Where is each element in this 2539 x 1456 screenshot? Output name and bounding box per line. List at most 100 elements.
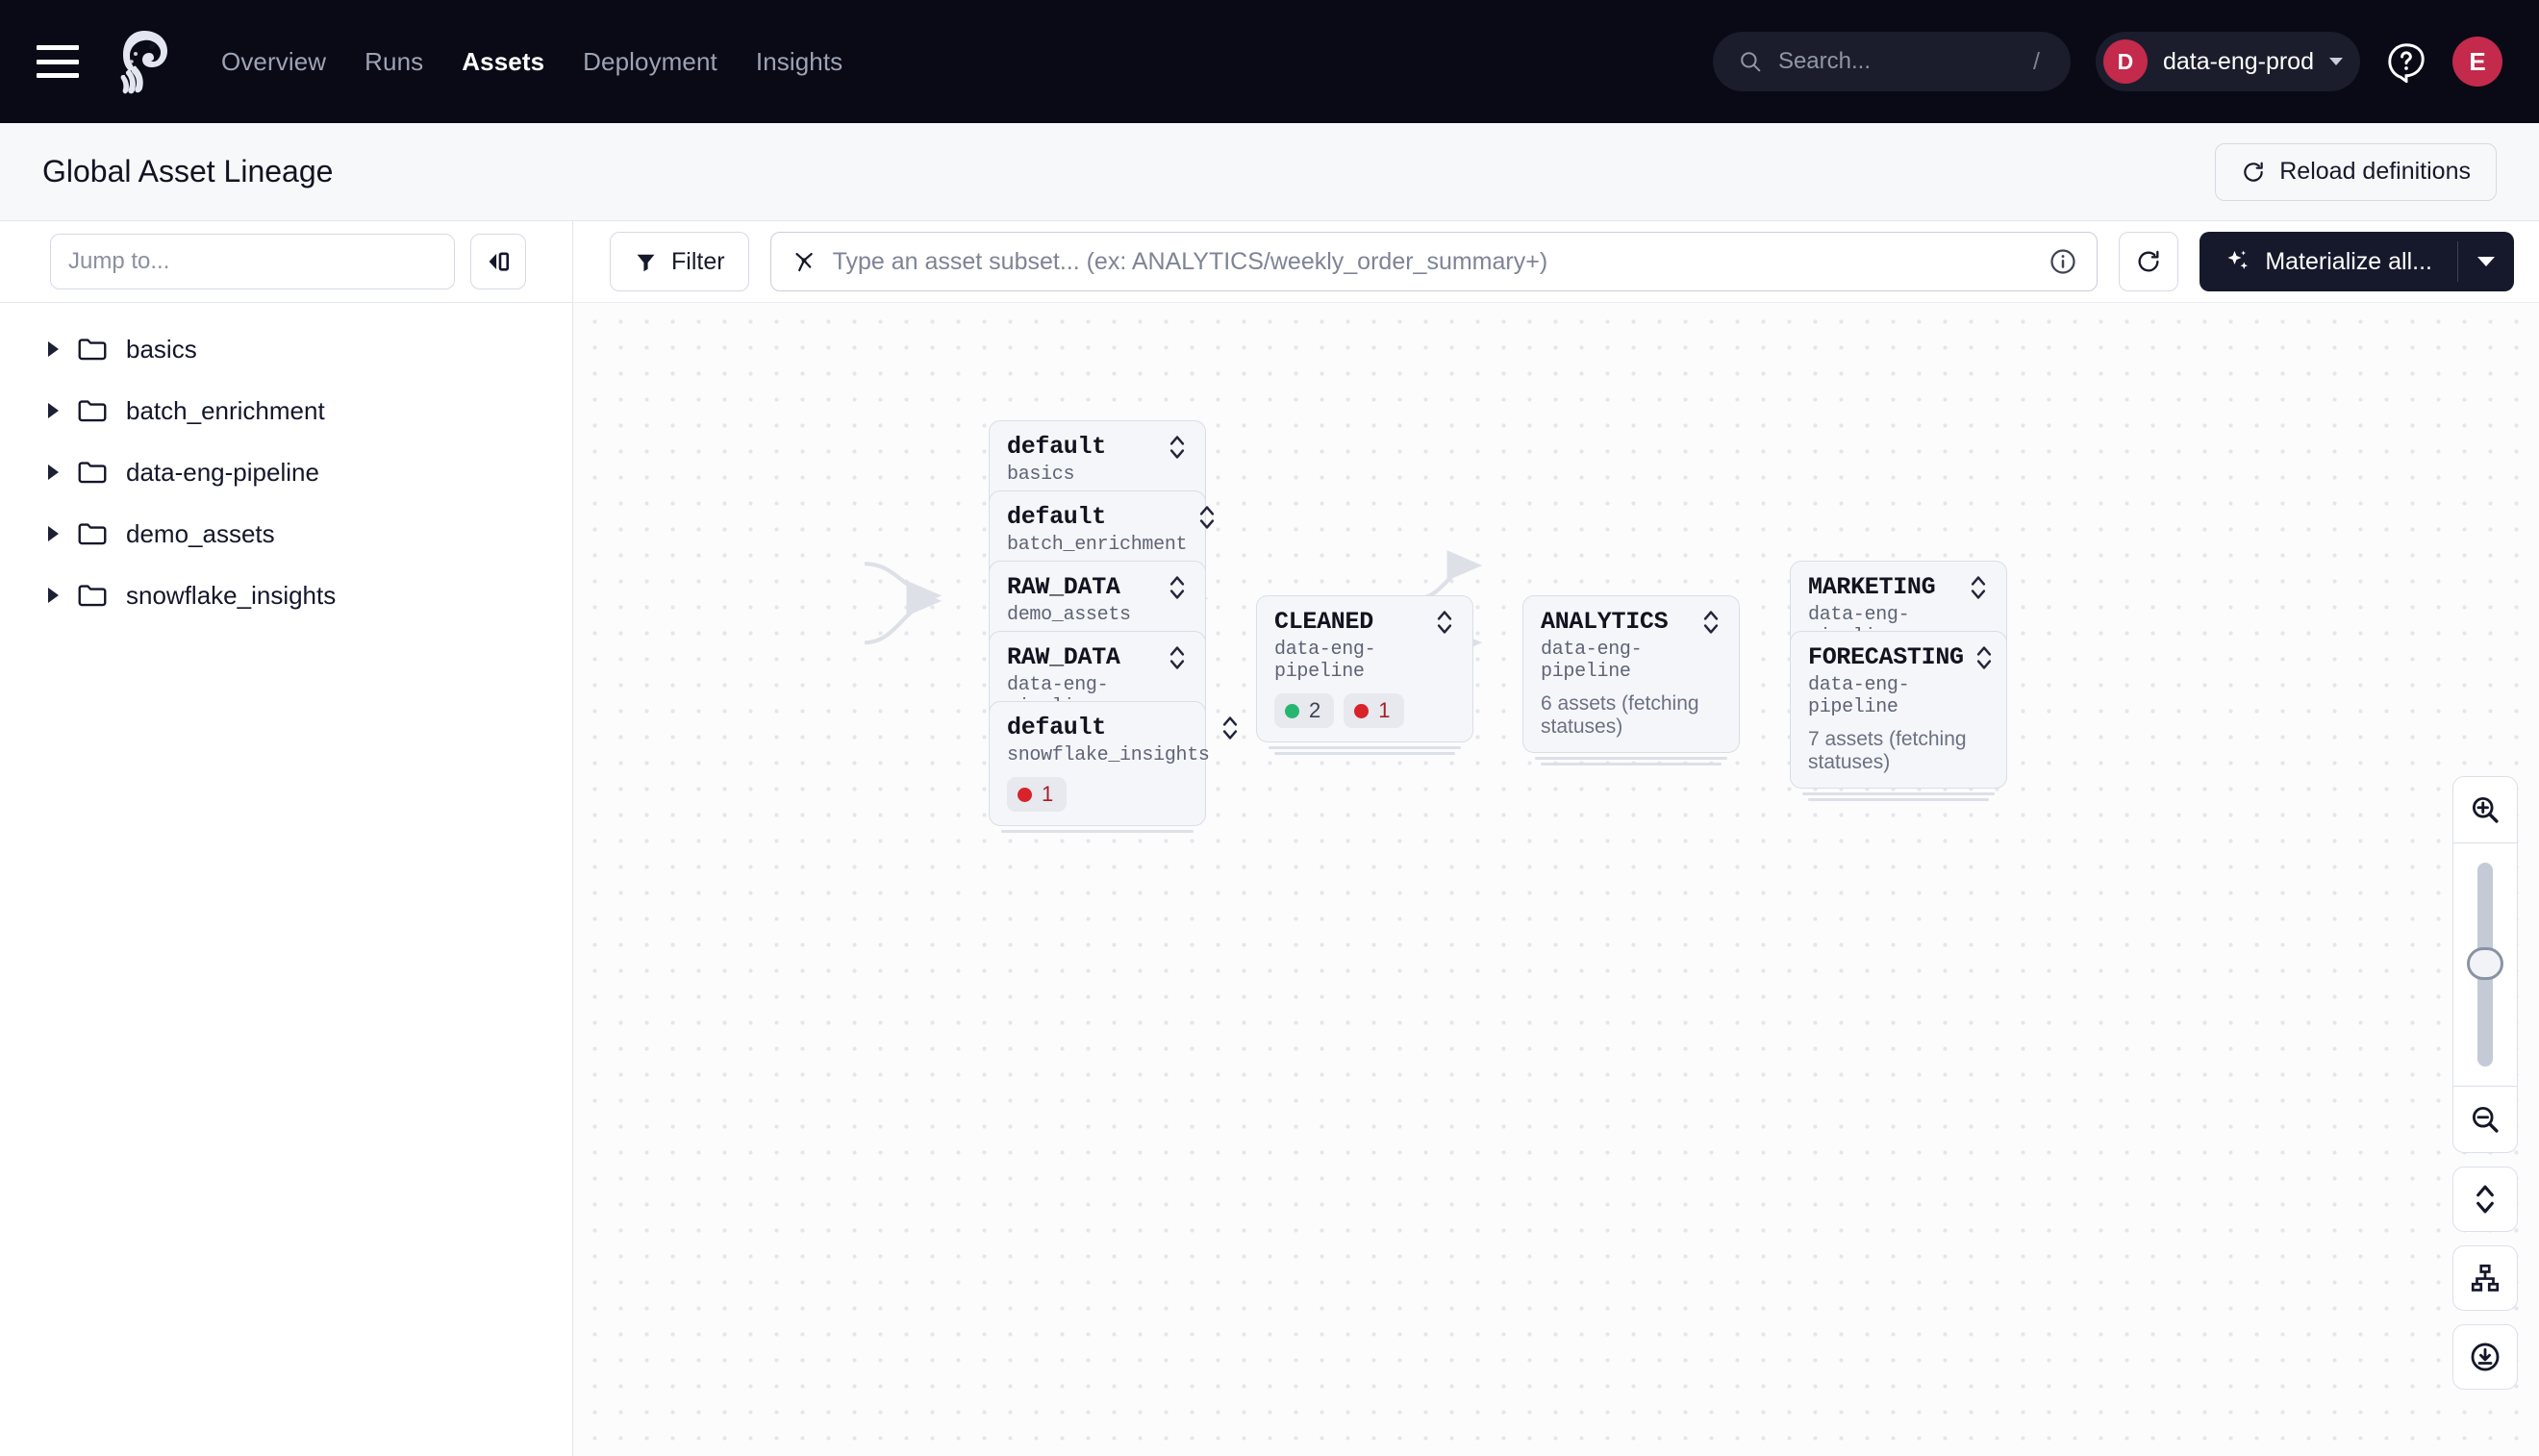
materialize-dropdown-button[interactable] — [2458, 232, 2514, 291]
zoom-out-icon — [2472, 1106, 2499, 1133]
chevron-right-icon[interactable] — [48, 403, 59, 418]
nav-link-deployment[interactable]: Deployment — [583, 46, 717, 76]
node-stack-line — [1001, 830, 1194, 834]
status-badge[interactable]: 1 — [1344, 693, 1404, 729]
funnel-icon — [637, 254, 655, 271]
sidebar-item-snowflake-insights[interactable]: snowflake_insights — [0, 565, 572, 626]
asset-subset-placeholder: Type an asset subset... (ex: ANALYTICS/w… — [832, 247, 1548, 275]
zoom-separator — [2453, 1086, 2517, 1087]
sidebar-item-label: batch_enrichment — [126, 395, 325, 425]
folder-icon — [78, 462, 107, 484]
status-count: 1 — [1042, 782, 1054, 807]
asset-node-name: RAW_DATA — [1007, 643, 1120, 671]
asset-selection-icon — [794, 252, 813, 272]
hierarchy-layout-icon — [2471, 1264, 2500, 1292]
expand-collapse-chevrons-icon[interactable] — [1691, 610, 1720, 640]
download-circle-icon — [2471, 1343, 2500, 1371]
asset-subset-input[interactable]: Type an asset subset... (ex: ANALYTICS/w… — [769, 232, 2099, 291]
asset-node-repo: data-eng-pipeline — [1808, 674, 1910, 719]
hamburger-menu-icon[interactable] — [37, 45, 79, 78]
expand-collapse-chevrons-icon[interactable] — [1187, 505, 1216, 535]
jump-to-input[interactable] — [50, 234, 455, 289]
nav-link-overview[interactable]: Overview — [221, 46, 327, 76]
asset-node-repo: basics — [1007, 464, 1075, 487]
refresh-graph-button[interactable] — [2119, 232, 2179, 291]
page-header: Global Asset Lineage Reload definitions — [0, 123, 2539, 221]
status-dot-red — [1354, 703, 1370, 718]
asset-node-analytics[interactable]: ANALYTICS data-eng-pipeline 6 assets (fe… — [1522, 595, 1740, 766]
asset-node-cleaned[interactable]: CLEANED data-eng-pipeline 2 — [1256, 595, 1473, 756]
deployment-switcher[interactable]: D data-eng-prod — [2095, 32, 2360, 91]
info-circle-icon[interactable] — [2049, 247, 2077, 276]
search-icon — [1741, 52, 1761, 72]
global-search-box[interactable]: Search... / — [1712, 32, 2071, 91]
nav-link-runs[interactable]: Runs — [365, 46, 424, 76]
expand-collapse-all-button[interactable] — [2452, 1167, 2518, 1232]
layout-hierarchy-button[interactable] — [2452, 1245, 2518, 1311]
status-dot-green — [1285, 703, 1299, 718]
sparkle-icon — [2227, 250, 2249, 269]
dagster-logo[interactable] — [108, 25, 181, 98]
refresh-icon — [2244, 162, 2263, 182]
collapse-sidebar-button[interactable] — [470, 234, 526, 289]
download-graph-button[interactable] — [2452, 1324, 2518, 1390]
expand-collapse-chevrons-icon[interactable] — [1964, 645, 1993, 675]
expand-collapse-chevrons-icon[interactable] — [1157, 645, 1186, 675]
sidebar-item-label: basics — [126, 334, 197, 364]
sidebar-item-demo-assets[interactable]: demo_assets — [0, 503, 572, 565]
node-stack-line — [1541, 763, 1722, 766]
expand-collapse-chevrons-icon[interactable] — [1958, 575, 1987, 605]
node-stack-line — [1269, 746, 1461, 750]
filter-label: Filter — [671, 247, 725, 275]
zoom-slider-thumb[interactable] — [2467, 947, 2503, 980]
zoom-controls — [2452, 776, 2518, 1390]
expand-collapse-chevrons-icon[interactable] — [1424, 610, 1453, 640]
nav-link-insights[interactable]: Insights — [755, 46, 843, 76]
asset-node-name: MARKETING — [1808, 573, 1936, 601]
deployment-initial-avatar: D — [2102, 39, 2148, 84]
reload-definitions-button[interactable]: Reload definitions — [2215, 142, 2497, 201]
expand-collapse-chevrons-icon[interactable] — [1157, 435, 1186, 464]
caret-down-icon — [2477, 257, 2495, 266]
search-shortcut-key: / — [2032, 47, 2040, 75]
materialize-all-button[interactable]: Materialize all... — [2200, 232, 2457, 291]
collapse-sidebar-icon — [489, 252, 510, 271]
primary-nav-links: Overview Runs Assets Deployment Insights — [221, 47, 842, 77]
nav-link-assets[interactable]: Assets — [462, 46, 545, 76]
refresh-icon — [2138, 250, 2159, 272]
user-avatar[interactable]: E — [2452, 37, 2502, 87]
asset-node-repo: snowflake_insights — [1007, 744, 1210, 767]
expand-collapse-chevrons-icon[interactable] — [1157, 575, 1186, 605]
asset-node-name: default — [1007, 714, 1106, 741]
zoom-in-button[interactable] — [2453, 777, 2517, 842]
asset-node-forecasting[interactable]: FORECASTING data-eng-pipeline 7 assets (… — [1790, 631, 2007, 802]
sidebar-item-data-eng-pipeline[interactable]: data-eng-pipeline — [0, 441, 572, 503]
chevron-right-icon[interactable] — [48, 341, 59, 357]
asset-node-name: default — [1007, 503, 1106, 531]
help-circle-icon[interactable] — [2385, 40, 2427, 85]
asset-node-name: RAW_DATA — [1007, 573, 1120, 601]
chevron-right-icon[interactable] — [48, 464, 59, 480]
status-badge[interactable]: 1 — [1007, 777, 1068, 813]
asset-node-name: ANALYTICS — [1541, 608, 1669, 636]
materialize-divider — [2457, 241, 2458, 282]
sidebar-item-basics[interactable]: basics — [0, 318, 572, 380]
chevron-right-icon[interactable] — [48, 526, 59, 541]
materialize-all-button-group[interactable]: Materialize all... — [2200, 232, 2514, 291]
chevron-right-icon[interactable] — [48, 588, 59, 603]
sidebar-item-batch-enrichment[interactable]: batch_enrichment — [0, 380, 572, 441]
expand-collapse-chevrons-icon[interactable] — [1210, 715, 1239, 745]
node-stack-line — [1802, 792, 1995, 796]
graph-toolbar: Filter Type an asset subset... (ex: ANAL… — [573, 221, 2539, 302]
zoom-slider-track-wrap[interactable] — [2453, 843, 2517, 1086]
edge-analytics-to-marketing — [1417, 550, 1483, 601]
lineage-canvas[interactable]: default basics 3 — [573, 302, 2539, 1456]
folder-icon — [78, 523, 107, 545]
asset-node-repo: data-eng-pipeline — [1274, 639, 1376, 684]
asset-node-repo: data-eng-pipeline — [1541, 639, 1643, 684]
status-badge[interactable]: 2 — [1274, 693, 1335, 729]
deployment-name: data-eng-prod — [2162, 47, 2314, 75]
zoom-out-button[interactable] — [2453, 1087, 2517, 1152]
asset-node-snowflake-insights-default[interactable]: default snowflake_insights 1 — [989, 701, 1237, 834]
filter-button[interactable]: Filter — [610, 232, 749, 291]
